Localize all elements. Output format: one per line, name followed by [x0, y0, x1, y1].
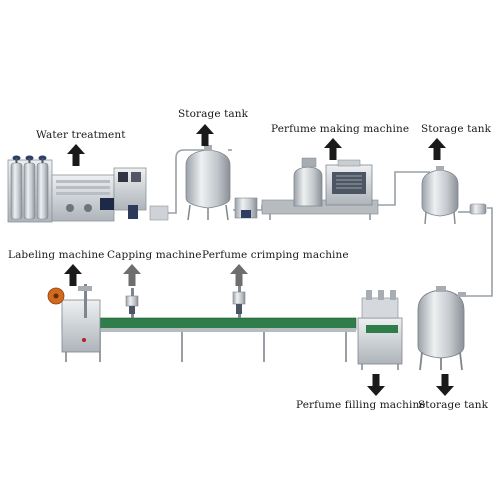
arrow-down-perfume-filling-machine — [367, 374, 385, 396]
perfume-crimping-machine — [232, 284, 246, 318]
label-water-treatment: Water treatment — [36, 129, 126, 141]
arrow-up-perfume-crimping-machine — [230, 264, 248, 286]
label-storage-tank-1: Storage tank — [178, 108, 249, 120]
filter-tanks — [10, 155, 49, 220]
storage-tank-1 — [185, 145, 231, 221]
arrow-up-capping-machine — [123, 264, 141, 286]
perfume-making-machine — [261, 157, 379, 220]
label-capping-machine: Capping machine — [107, 249, 202, 261]
label-storage-tank-3: Storage tank — [418, 399, 489, 411]
arrow-down-storage-tank-3 — [436, 374, 454, 396]
arrow-up-labeling-machine — [64, 264, 82, 286]
labeling-machine — [47, 284, 101, 362]
arrow-up-storage-tank-2 — [428, 138, 446, 160]
perfume-filling-machine — [357, 290, 403, 370]
arrow-up-perfume-making-machine — [324, 138, 342, 160]
storage-tank-3 — [417, 286, 466, 371]
water-treatment-system — [7, 155, 169, 223]
label-storage-tank-2: Storage tank — [421, 123, 492, 135]
label-perfume-crimping-machine: Perfume crimping machine — [202, 249, 349, 261]
capping-machine — [125, 288, 139, 318]
label-perfume-making-machine: Perfume making machine — [271, 123, 410, 135]
label-labeling-machine: Labeling machine — [8, 249, 105, 261]
label-perfume-filling-machine: Perfume filling machine — [296, 399, 426, 411]
storage-tank-2 — [421, 166, 487, 225]
transfer-pump-1 — [234, 197, 258, 219]
arrow-up-storage-tank-1 — [196, 124, 214, 146]
arrow-up-water-treatment — [67, 144, 85, 166]
conveyor-line — [61, 317, 357, 362]
